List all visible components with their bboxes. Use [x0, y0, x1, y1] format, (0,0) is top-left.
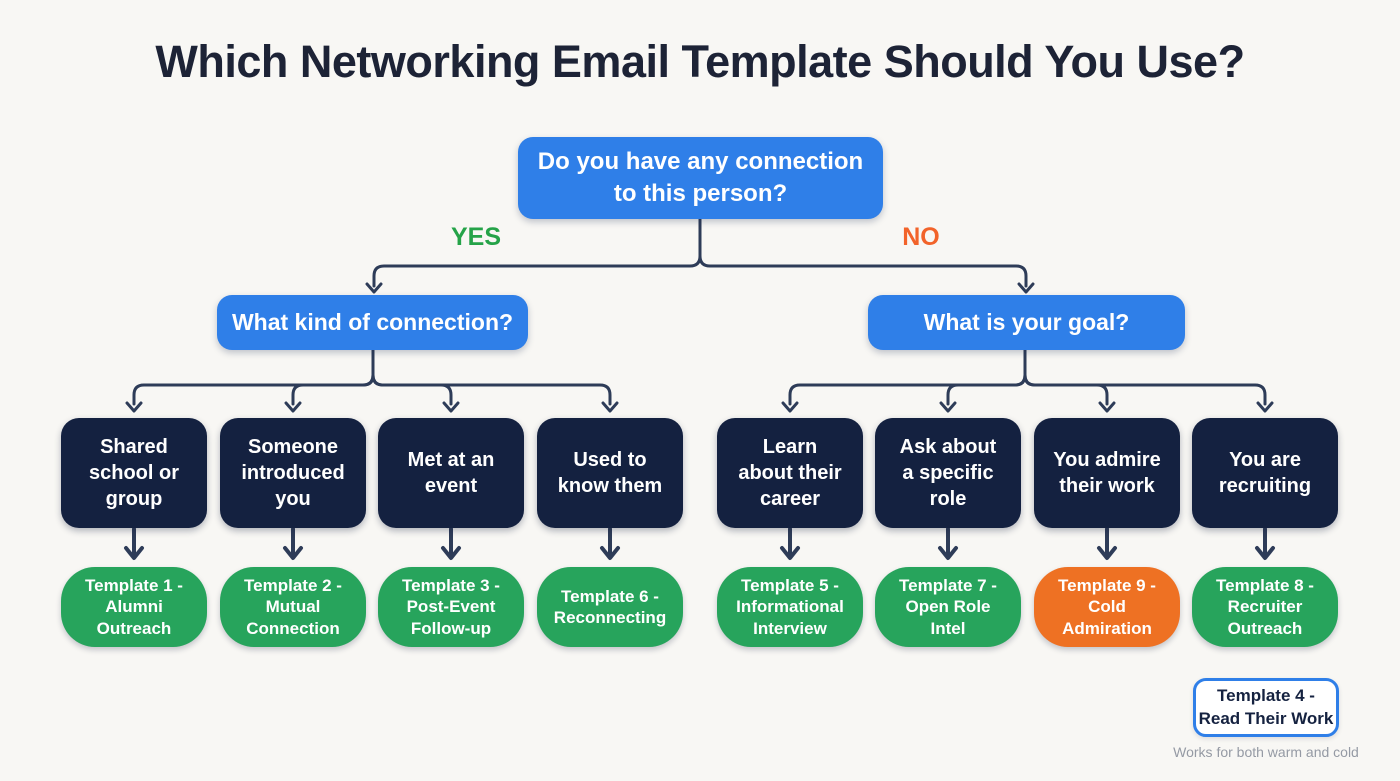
template-4-read-their-work: Template 4 - Read Their Work	[1193, 678, 1339, 737]
arrowhead-icon	[365, 282, 383, 294]
connector-left-fan	[291, 348, 375, 406]
connector-right-fan	[788, 348, 1027, 406]
arrowhead-icon	[781, 401, 799, 413]
template-8-recruiter-outreach: Template 8 - Recruiter Outreach	[1192, 567, 1338, 647]
connector-group	[125, 217, 1274, 413]
template-5-informational-interview: Template 5 - Informational Interview	[717, 567, 863, 647]
template-9-cold-admiration: Template 9 - Cold Admiration	[1034, 567, 1180, 647]
root-question-node: Do you have any connection to this perso…	[518, 137, 883, 219]
arrowhead-icon	[600, 546, 620, 560]
category-met-at-event: Met at an event	[378, 418, 524, 528]
arrowhead-icon	[1256, 401, 1274, 413]
template-1-alumni-outreach: Template 1 - Alumni Outreach	[61, 567, 207, 647]
template-4-note: Works for both warm and cold	[1173, 744, 1359, 760]
category-specific-role: Ask about a specific role	[875, 418, 1021, 528]
no-branch-label: NO	[902, 223, 940, 251]
template-7-open-role-intel: Template 7 - Open Role Intel	[875, 567, 1021, 647]
arrowhead-icon	[441, 546, 461, 560]
yes-branch-label: YES	[450, 223, 502, 251]
arrowhead-icon	[1098, 401, 1116, 413]
connector-root-yes	[372, 217, 702, 288]
arrowhead-icon	[1255, 546, 1275, 560]
template-6-reconnecting: Template 6 - Reconnecting	[537, 567, 683, 647]
template-2-mutual-connection: Template 2 - Mutual Connection	[220, 567, 366, 647]
arrowhead-icon	[780, 546, 800, 560]
connector-left-fan	[371, 348, 612, 406]
arrowhead-icon	[939, 401, 957, 413]
arrowhead-icon	[1097, 546, 1117, 560]
category-shared-school: Shared school or group	[61, 418, 207, 528]
connector-root-no	[698, 217, 1028, 288]
category-to-template-arrows	[124, 527, 1275, 560]
arrowhead-icon	[1017, 282, 1035, 294]
category-recruiting: You are recruiting	[1192, 418, 1338, 528]
category-someone-introduced: Someone introduced you	[220, 418, 366, 528]
arrowhead-icon	[284, 401, 302, 413]
arrowhead-icon	[938, 546, 958, 560]
connector-left-fan	[371, 348, 453, 406]
connector-left-fan	[132, 348, 375, 406]
arrowhead-icon	[442, 401, 460, 413]
arrowhead-icon	[601, 401, 619, 413]
page-title: Which Networking Email Template Should Y…	[155, 36, 1245, 87]
category-admire-work: You admire their work	[1034, 418, 1180, 528]
question-kind-of-connection: What kind of connection?	[217, 295, 528, 350]
connector-right-fan	[1023, 348, 1267, 406]
question-your-goal: What is your goal?	[868, 295, 1185, 350]
arrowhead-icon	[125, 401, 143, 413]
connector-right-fan	[946, 348, 1027, 406]
arrowhead-icon	[283, 546, 303, 560]
template-3-post-event-follow-up: Template 3 - Post-Event Follow-up	[378, 567, 524, 647]
connector-right-fan	[1023, 348, 1109, 406]
category-learn-career: Learn about their career	[717, 418, 863, 528]
arrowhead-icon	[124, 546, 144, 560]
category-used-to-know: Used to know them	[537, 418, 683, 528]
